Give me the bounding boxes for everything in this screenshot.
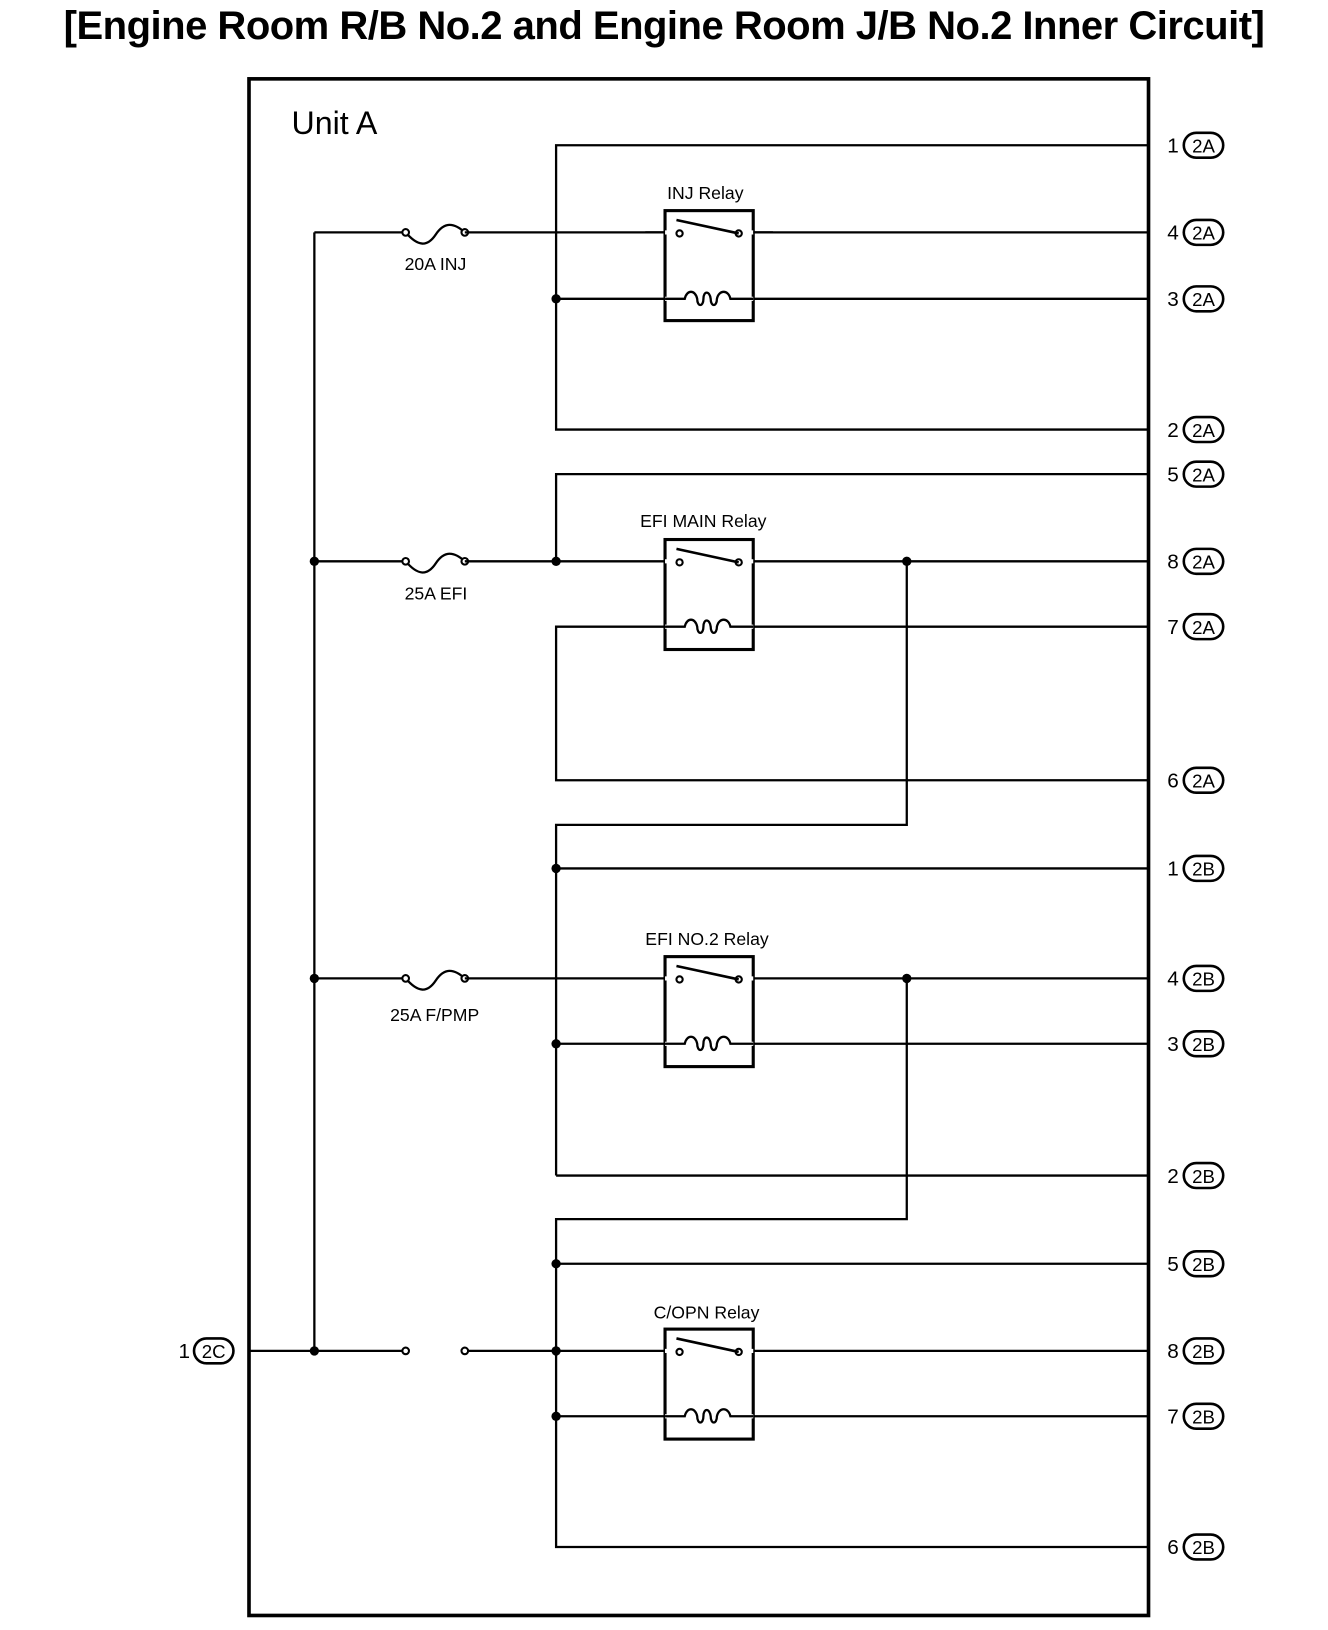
pin-number: 3	[1167, 288, 1179, 311]
pin-number: 2	[1167, 1165, 1179, 1188]
relay-efi-no2	[663, 955, 755, 1069]
output-connector-4-2b: 4 2B	[1167, 964, 1225, 993]
connector-id: 2B	[1192, 1034, 1215, 1055]
junction-dot	[551, 1039, 561, 1049]
wire	[554, 473, 1149, 562]
relay-label: INJ Relay	[667, 183, 744, 203]
fuse-label: 25A F/PMP	[390, 1005, 479, 1025]
pin-number: 5	[1167, 463, 1179, 486]
pin-number: 7	[1167, 1406, 1179, 1429]
connector-outline	[1182, 460, 1225, 488]
junction-dot	[551, 1346, 561, 1356]
connector-outline	[1182, 1161, 1225, 1190]
pin-number: 7	[1167, 616, 1179, 639]
connector-id: 2B	[1192, 1537, 1215, 1558]
output-connector-1-2a: 1 2A	[1167, 131, 1225, 160]
diagram-title: [Engine Room R/B No.2 and Engine Room J/…	[63, 4, 1265, 48]
output-connector-2-2a: 2 2A	[1167, 415, 1225, 444]
input-connector-2c: 1 2C	[178, 1337, 235, 1365]
pin-number: 3	[1167, 1033, 1179, 1056]
fuse-label: 20A INJ	[405, 254, 467, 274]
open-terminal	[460, 1346, 470, 1356]
pin-number: 6	[1167, 1536, 1179, 1559]
open-terminal	[401, 1346, 411, 1356]
connector-id: 2A	[1192, 617, 1215, 638]
output-connector-1-2b: 1 2B	[1167, 854, 1225, 883]
pin-number: 6	[1167, 770, 1179, 793]
connector-outline	[1182, 1533, 1225, 1561]
connector-id: 2B	[1192, 1341, 1215, 1362]
junction-dot	[551, 294, 561, 304]
connector-id: 2A	[1192, 223, 1215, 244]
connector-outline	[1182, 854, 1225, 883]
connector-id: 2A	[1192, 420, 1215, 441]
connector-id: 2A	[1192, 136, 1215, 157]
connector-outline	[1182, 218, 1225, 247]
fuse-25a-efi	[401, 552, 470, 574]
connector-outline	[1182, 964, 1225, 993]
output-connector-7-2a: 7 2A	[1167, 612, 1225, 641]
pin-number: 2	[1167, 419, 1179, 442]
pin-number: 4	[1167, 968, 1179, 991]
pin-number: 1	[178, 1340, 190, 1363]
pin-number: 8	[1167, 551, 1179, 574]
connector-id: 2B	[1192, 1407, 1215, 1428]
output-connector-5-2b: 5 2B	[1167, 1249, 1225, 1278]
pin-number: 5	[1167, 1253, 1179, 1276]
connector-id: 2A	[1192, 771, 1215, 792]
connector-outline	[1182, 131, 1225, 160]
connector-id: 2C	[202, 1341, 226, 1362]
relay-label: EFI MAIN Relay	[640, 511, 767, 531]
output-connector-8-2b: 8 2B	[1167, 1337, 1225, 1365]
output-connector-8-2a: 8 2A	[1167, 547, 1225, 576]
wire	[554, 625, 1149, 782]
fuse-label: 25A EFI	[405, 584, 468, 604]
connector-id: 2A	[1192, 464, 1215, 485]
wire	[554, 561, 908, 869]
relay-label: EFI NO.2 Relay	[645, 929, 769, 949]
connector-id: 2B	[1192, 969, 1215, 990]
pin-number: 1	[1167, 858, 1179, 881]
connector-id: 2B	[1192, 1166, 1215, 1187]
junction-dot	[551, 556, 561, 566]
connector-outline	[1182, 547, 1225, 576]
connector-outline	[1182, 1402, 1225, 1431]
output-connector-6-2b: 6 2B	[1167, 1533, 1225, 1561]
output-connector-4-2a: 4 2A	[1167, 218, 1225, 247]
connector-outline	[1182, 415, 1225, 444]
connector-outline	[1182, 285, 1225, 313]
fuse-25a-fpmp	[401, 969, 470, 991]
output-connector-3-2b: 3 2B	[1167, 1030, 1225, 1058]
junction-dot	[551, 1411, 561, 1421]
connector-id: 2B	[1192, 1254, 1215, 1275]
wire	[554, 144, 1149, 431]
pin-number: 8	[1167, 1340, 1179, 1363]
output-connector-7-2b: 7 2B	[1167, 1402, 1225, 1431]
junction-dot	[309, 1346, 320, 1356]
unit-a-enclosure	[247, 77, 1151, 1618]
connector-id: 2A	[1192, 552, 1215, 573]
relay-label: C/OPN Relay	[654, 1303, 760, 1323]
connector-outline	[1182, 766, 1225, 794]
unit-a-label: Unit A	[292, 105, 378, 141]
pin-number: 4	[1167, 222, 1179, 245]
relay-copn	[663, 1327, 755, 1441]
relay-efi-main	[663, 537, 755, 652]
output-connector-5-2a: 5 2A	[1167, 460, 1225, 488]
junction-dot	[551, 1259, 561, 1269]
connector-outline	[1182, 1030, 1225, 1058]
relay-inj	[645, 209, 773, 323]
fuse-20a-inj	[401, 223, 470, 245]
connector-outline	[1182, 612, 1225, 641]
wire	[554, 978, 1149, 1549]
connector-id: 2B	[1192, 859, 1215, 880]
connector-id: 2A	[1192, 289, 1215, 310]
connector-outline	[1182, 1337, 1225, 1365]
pin-number: 1	[1167, 135, 1179, 158]
connector-outline	[1182, 1249, 1225, 1278]
output-connector-3-2a: 3 2A	[1167, 285, 1225, 313]
output-connector-6-2a: 6 2A	[1167, 766, 1225, 794]
output-connector-2-2b: 2 2B	[1167, 1161, 1225, 1190]
